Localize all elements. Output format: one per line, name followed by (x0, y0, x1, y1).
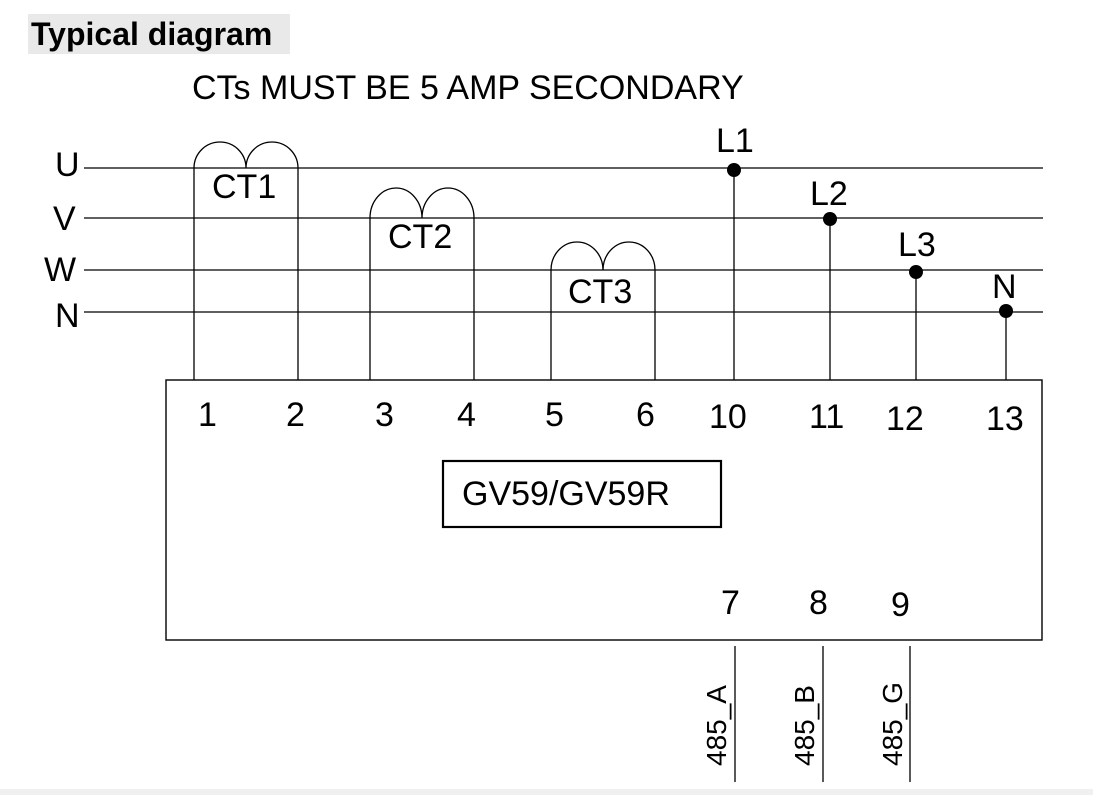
bus-label-u: U (55, 146, 80, 184)
tap-l1-label: L1 (716, 122, 754, 160)
model-label: GV59/GV59R (462, 475, 670, 513)
tap-l1-dot (727, 163, 741, 177)
terminal-1: 1 (198, 396, 217, 434)
bus-label-n: N (55, 297, 80, 335)
terminal-3: 3 (375, 396, 394, 434)
diagram-heading: Typical diagram (28, 14, 290, 54)
bus-label-w: W (44, 251, 76, 289)
tap-n-dot (999, 304, 1013, 318)
terminal-4: 4 (457, 396, 476, 434)
terminal-7: 7 (721, 584, 740, 622)
terminal-10: 10 (709, 398, 747, 436)
rs485-g-label: 485_G (877, 682, 908, 766)
tap-n-label: N (992, 268, 1017, 306)
terminal-12: 12 (886, 400, 924, 438)
terminal-11: 11 (809, 398, 844, 436)
ct1-label: CT1 (212, 168, 276, 206)
model-label-box (441, 459, 723, 529)
terminal-2: 2 (286, 396, 305, 434)
tap-l2-label: L2 (810, 175, 848, 213)
terminal-9: 9 (891, 586, 910, 624)
ct3-label: CT3 (568, 273, 632, 311)
terminal-6: 6 (636, 396, 655, 434)
ct2-label: CT2 (388, 218, 452, 256)
terminal-5: 5 (545, 396, 564, 434)
ct-secondary-note: CTs MUST BE 5 AMP SECONDARY (192, 69, 744, 107)
ct2-coil (369, 187, 475, 380)
ct3-coil (550, 241, 656, 380)
tap-l3-dot (909, 265, 923, 279)
page-bottom-edge (0, 789, 1093, 795)
tap-l3-label: L3 (898, 226, 936, 264)
tap-l2-dot (823, 212, 837, 226)
ct1-coil (193, 141, 299, 380)
bus-label-v: V (53, 200, 76, 238)
rs485-b-label: 485_B (789, 685, 820, 766)
meter-body (165, 379, 1043, 641)
terminal-8: 8 (809, 584, 828, 622)
terminal-13: 13 (986, 400, 1024, 438)
rs485-a-label: 485_A (701, 685, 732, 766)
